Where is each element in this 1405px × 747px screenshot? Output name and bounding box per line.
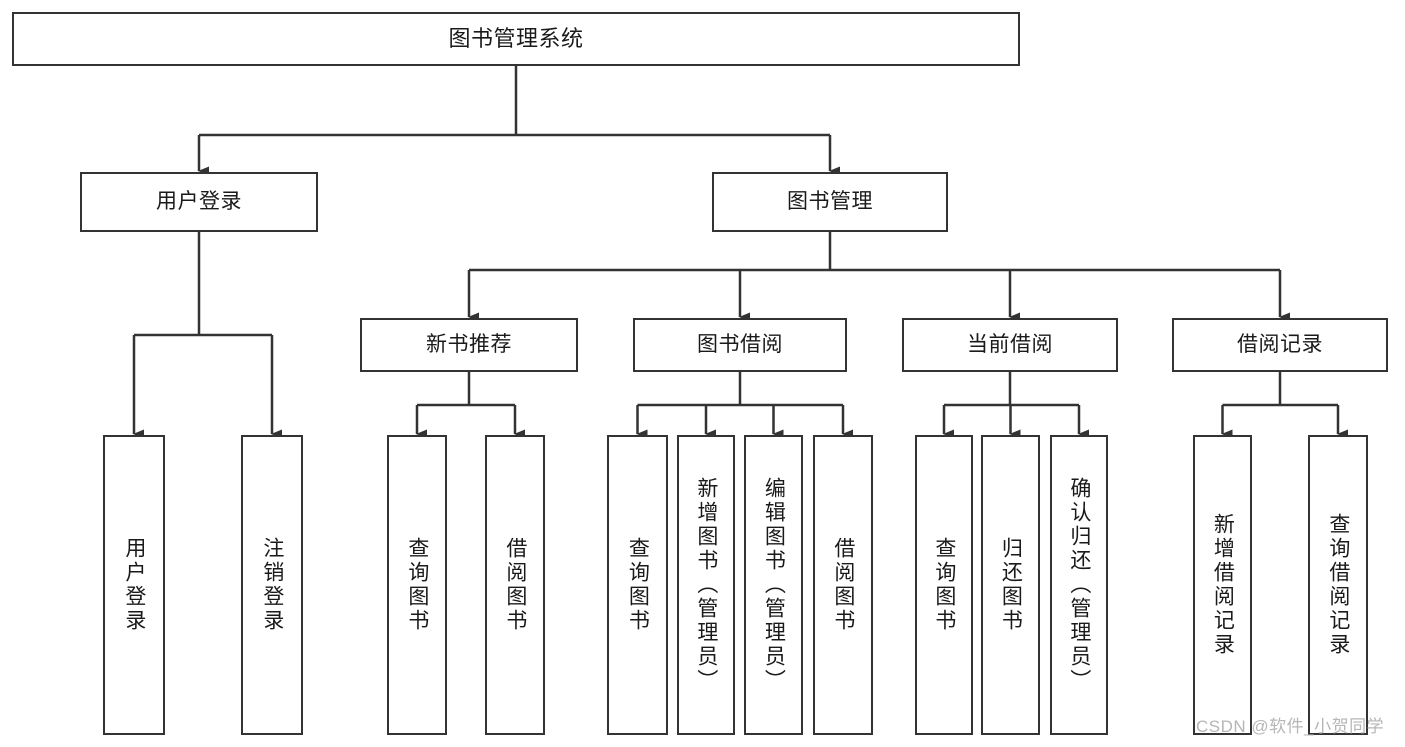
node-leaf-user-login[interactable]: 用户登录	[103, 435, 165, 735]
node-label: 借阅图书	[503, 537, 527, 633]
node-label: 归还图书	[999, 537, 1023, 633]
node-label: 查询图书	[932, 537, 956, 633]
node-leaf-user-logout[interactable]: 注销登录	[241, 435, 303, 735]
node-label: 借阅图书	[831, 537, 855, 633]
node-label: 用户登录	[156, 189, 242, 213]
node-leaf-borrow-book-2[interactable]: 借阅图书	[813, 435, 873, 735]
node-label: 查询图书	[405, 537, 429, 633]
node-leaf-edit-book[interactable]: 编辑图书（管理员）	[744, 435, 803, 735]
node-leaf-query-book-2[interactable]: 查询图书	[607, 435, 668, 735]
node-label: 查询借阅记录	[1326, 513, 1350, 657]
node-label: 图书管理	[787, 189, 873, 213]
node-leaf-add-record[interactable]: 新增借阅记录	[1193, 435, 1252, 735]
node-leaf-add-book[interactable]: 新增图书（管理员）	[677, 435, 735, 735]
node-label: 用户登录	[122, 537, 146, 633]
node-user-login[interactable]: 用户登录	[80, 172, 318, 232]
node-label: 查询图书	[626, 537, 650, 633]
node-leaf-confirm-return[interactable]: 确认归还（管理员）	[1050, 435, 1108, 735]
node-label: 借阅记录	[1237, 332, 1323, 356]
node-book-manage[interactable]: 图书管理	[712, 172, 948, 232]
watermark-label: CSDN @软件_小贺同学	[1196, 717, 1385, 736]
node-leaf-return-book[interactable]: 归还图书	[981, 435, 1040, 735]
node-borrow-record[interactable]: 借阅记录	[1172, 318, 1388, 372]
node-leaf-query-book-3[interactable]: 查询图书	[915, 435, 973, 735]
node-label: 图书借阅	[697, 332, 783, 356]
node-new-book-rec[interactable]: 新书推荐	[360, 318, 578, 372]
node-label: 新增图书（管理员）	[694, 477, 718, 693]
node-book-borrow[interactable]: 图书借阅	[633, 318, 847, 372]
node-label: 编辑图书（管理员）	[762, 477, 786, 693]
node-label: 注销登录	[260, 537, 284, 633]
node-label: 新增借阅记录	[1211, 513, 1235, 657]
node-label: 确认归还（管理员）	[1067, 477, 1091, 693]
node-label: 当前借阅	[967, 332, 1053, 356]
node-label: 图书管理系统	[448, 26, 584, 52]
node-leaf-borrow-book-1[interactable]: 借阅图书	[485, 435, 545, 735]
node-leaf-query-book-1[interactable]: 查询图书	[387, 435, 447, 735]
node-leaf-query-record[interactable]: 查询借阅记录	[1308, 435, 1368, 735]
node-label: 新书推荐	[426, 332, 512, 356]
node-current-borrow[interactable]: 当前借阅	[902, 318, 1118, 372]
node-root[interactable]: 图书管理系统	[12, 12, 1020, 66]
